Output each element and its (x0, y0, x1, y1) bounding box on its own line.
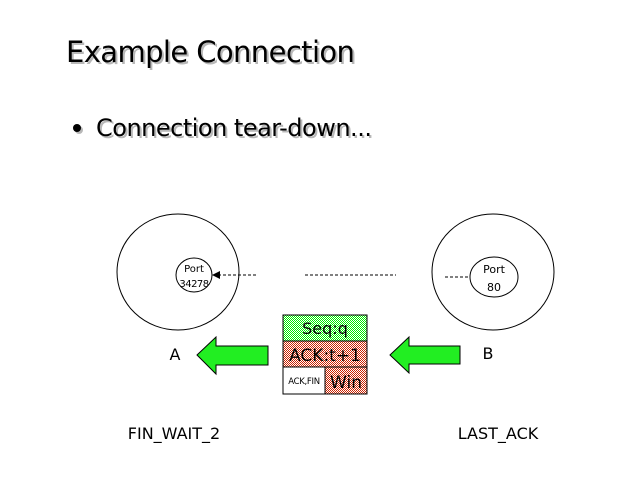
host-b-circle (431, 213, 555, 331)
packet: Seq:q ACK:t+1 ACK,FIN Win (282, 314, 368, 395)
bullet-list: Connection tear-down... (70, 111, 372, 145)
host-b-port-circle (469, 256, 519, 298)
host-a-port-number: 34278 (179, 279, 208, 290)
left-arrow-icon (196, 335, 269, 376)
packet-flags-field (282, 366, 326, 395)
bullet-text: Connection tear-down... (96, 114, 372, 142)
packet-win-text: Win (330, 373, 362, 393)
arrowhead-icon (212, 271, 220, 279)
packet-flags-text: ACK,FIN (288, 377, 320, 387)
host-b-port-label: Port (483, 263, 505, 276)
connection-path (212, 271, 470, 279)
host-a-port-label: Port (184, 264, 204, 275)
host-b-port-number: 80 (487, 281, 501, 294)
host-a-circle (116, 213, 240, 331)
packet-ack-text: ACK:t+1 (289, 346, 361, 366)
host-a-label: A (170, 345, 181, 364)
packet-win-field (324, 366, 368, 395)
packet-seq-text: Seq:q (302, 319, 348, 338)
right-arrow-icon (389, 335, 461, 375)
bullet-dot-icon (73, 124, 81, 132)
host-b-label: B (483, 344, 494, 363)
slide-title: Example Connection (66, 35, 355, 69)
host-b: Port 80 B LAST_ACK (431, 213, 555, 444)
bullet-item: Connection tear-down... (70, 111, 372, 145)
host-a-state: FIN_WAIT_2 (128, 424, 220, 444)
host-b-state: LAST_ACK (458, 424, 539, 444)
host-a: Port 34278 A FIN_WAIT_2 (116, 213, 240, 444)
packet-ack-field (282, 340, 368, 368)
